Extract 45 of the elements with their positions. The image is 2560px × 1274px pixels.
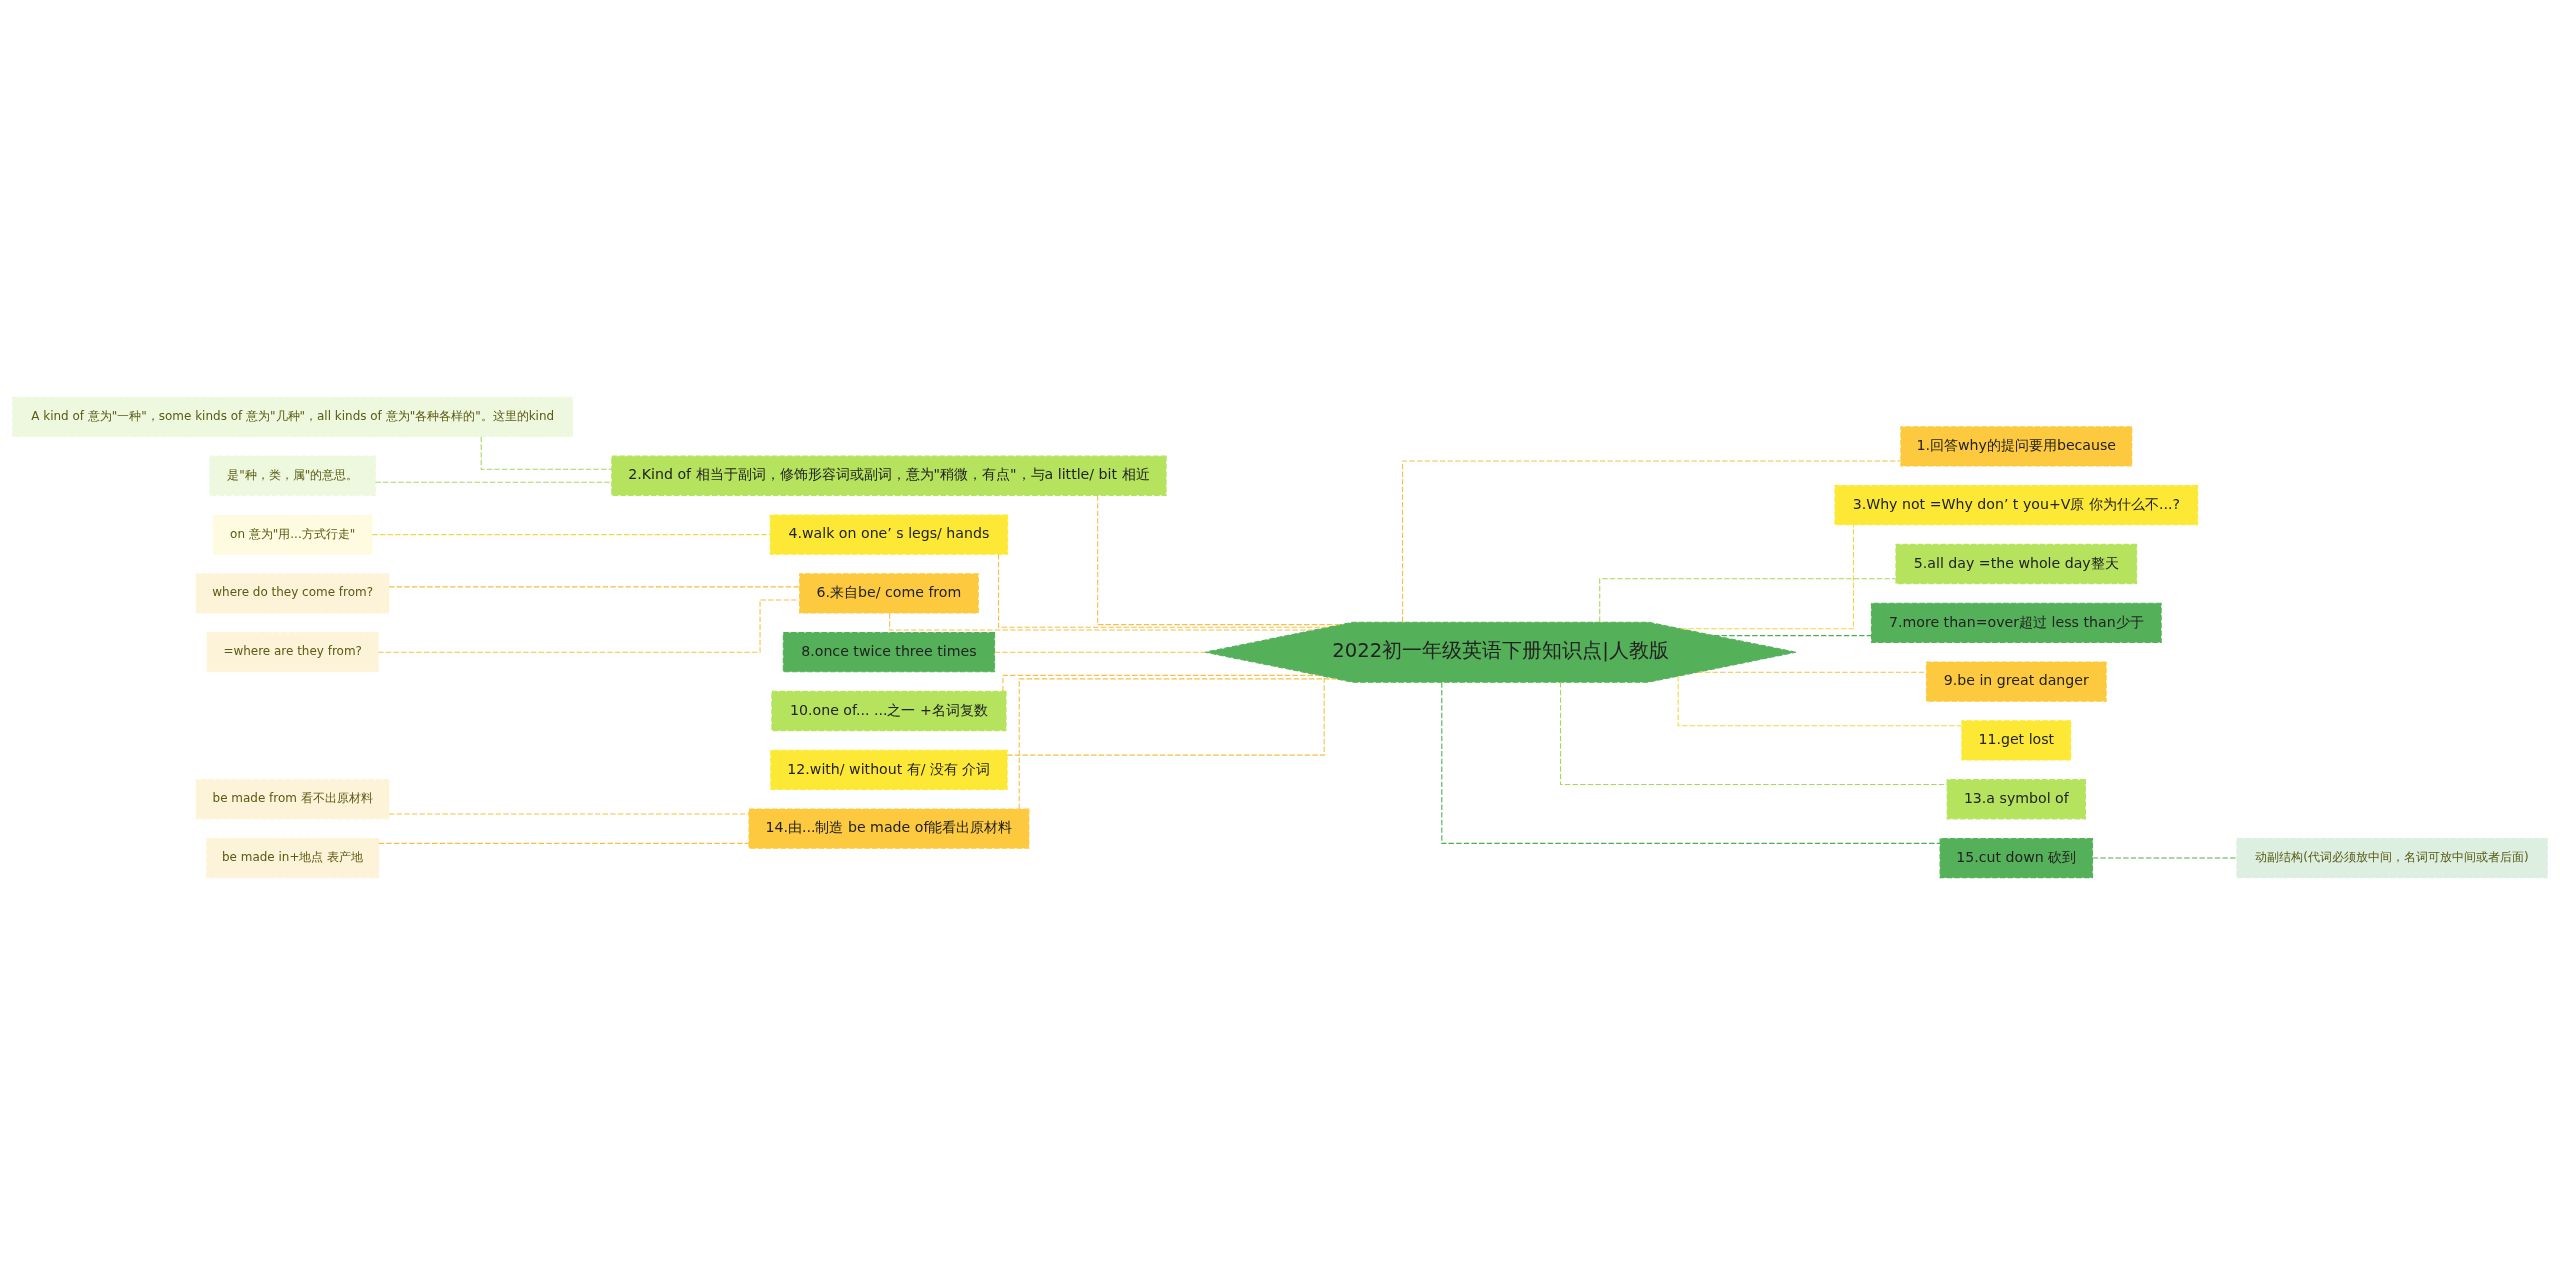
node-box: 7.more than=over超过 less than少于 bbox=[1870, 602, 2162, 643]
connector bbox=[994, 651, 1206, 653]
connector bbox=[480, 435, 613, 470]
connector bbox=[1097, 494, 1342, 625]
node-box: 5.all day =the whole day整天 bbox=[1895, 543, 2138, 584]
connector bbox=[1599, 577, 1897, 622]
connector bbox=[1006, 675, 1325, 756]
node-box: 9.be in great danger bbox=[1925, 660, 2107, 702]
connector bbox=[998, 553, 1329, 628]
node-box: 是"种，类，属"的意思。 bbox=[209, 455, 376, 496]
connector bbox=[1677, 675, 1963, 726]
node-box: =where are they from? bbox=[206, 631, 379, 672]
connector bbox=[1002, 674, 1320, 692]
connector bbox=[1696, 671, 1927, 673]
connector bbox=[1680, 524, 1855, 629]
node-box: 10.one of... ...之一 +名词复数 bbox=[771, 690, 1007, 731]
node-box: be made in+地点 表产地 bbox=[206, 837, 380, 878]
connector bbox=[1441, 681, 1941, 844]
node-box: 14.由...制造 be made of能看出原材料 bbox=[748, 808, 1030, 849]
connector bbox=[1402, 460, 1902, 622]
node-box: 15.cut down 砍到 bbox=[1939, 837, 2094, 878]
node-box: 4.walk on one’ s legs/ hands bbox=[769, 513, 1009, 555]
node-box: be made from 看不出原材料 bbox=[195, 778, 390, 819]
node-box: on 意为"用...方式行走" bbox=[212, 513, 373, 555]
node-box: 11.get lost bbox=[1961, 719, 2072, 761]
node-box: 12.with/ without 有/ 没有 介词 bbox=[770, 749, 1008, 790]
node-box: 6.来自be/ come from bbox=[799, 572, 979, 614]
node-box: 13.a symbol of bbox=[1946, 778, 2086, 819]
node-box: 3.Why not =Why don’ t you+V原 你为什么不...? bbox=[1834, 484, 2199, 525]
node-box: where do they come from? bbox=[195, 572, 390, 614]
connector bbox=[1713, 634, 1872, 636]
connector bbox=[2092, 857, 2238, 859]
connector bbox=[377, 598, 800, 653]
connector bbox=[1018, 677, 1338, 809]
connector bbox=[388, 812, 750, 814]
connector bbox=[1559, 681, 1948, 785]
node-box: 2.Kind of 相当于副词，修饰形容词或副词，意为"稍微，有点"，与a little/ bit 相近 bbox=[611, 455, 1167, 496]
node-box: 1.回答why的提问要用because bbox=[1900, 425, 2133, 466]
node-box: 8.once twice three times bbox=[782, 631, 996, 672]
connector bbox=[378, 842, 750, 844]
connector bbox=[388, 585, 800, 587]
connector bbox=[371, 533, 771, 535]
node-box: 动副结构(代词必须放中间，名词可放中间或者后面) bbox=[2236, 837, 2548, 878]
node-box: A kind of 意为"一种"，some kinds of 意为"几种"，all kinds of 意为"各种各样的"。这里的kind bbox=[12, 396, 574, 437]
connector bbox=[375, 481, 613, 483]
